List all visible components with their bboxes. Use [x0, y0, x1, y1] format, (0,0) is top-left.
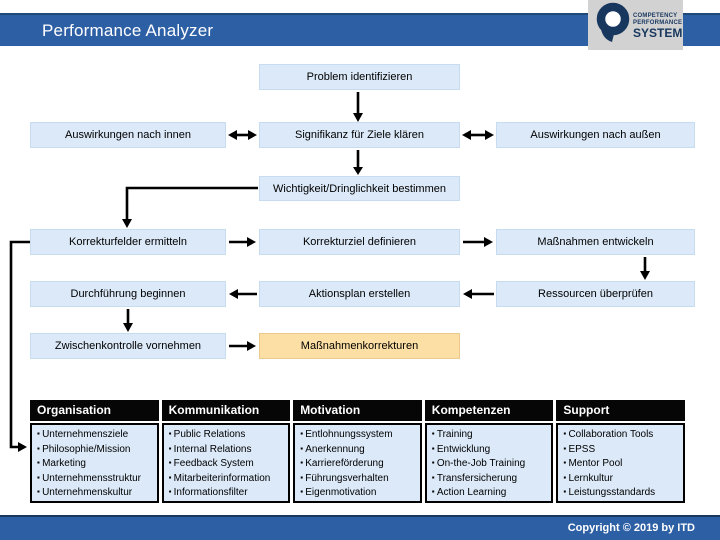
flow-step-aktionsplan: Aktionsplan erstellen: [259, 281, 460, 307]
list-item: Entlohnungssystem: [300, 428, 418, 443]
logo-brand-line: COMPETENCY: [633, 12, 678, 19]
flow-step-auswirkungen-innen: Auswirkungen nach innen: [30, 122, 226, 148]
list-item: Eigenmotivation: [300, 486, 418, 501]
column-header: Support: [556, 400, 685, 421]
list-item: Unternehmensziele: [37, 428, 155, 443]
flow-step-signifikanz: Signifikanz für Ziele klären: [259, 122, 460, 148]
flow-step-massnahmenkorrekturen: Maßnahmenkorrekturen: [259, 333, 460, 359]
flow-step-korrekturziel: Korrekturziel definieren: [259, 229, 460, 255]
flow-step-massnahmen-entwickeln: Maßnahmen entwickeln: [496, 229, 695, 255]
list-item: Philosophie/Mission: [37, 443, 155, 458]
list-item: Unternehmenskultur: [37, 486, 155, 501]
logo-brand-line: PERFORMANCE: [633, 19, 683, 26]
list-item: Anerkennung: [300, 443, 418, 458]
flow-step-auswirkungen-aussen: Auswirkungen nach außen: [496, 122, 695, 148]
logo-brand-line: SYSTEM: [633, 25, 683, 40]
flow-step-korrekturfelder: Korrekturfelder ermitteln: [30, 229, 226, 255]
matrix-column-kommunikation: Kommunikation Public Relations Internal …: [161, 400, 291, 503]
performance-system-logo-icon: [591, 1, 631, 50]
list-item: Entwicklung: [432, 443, 550, 458]
matrix-column-support: Support Collaboration Tools EPSS Mentor …: [556, 400, 685, 503]
flow-step-wichtigkeit: Wichtigkeit/Dringlichkeit bestimmen: [259, 176, 460, 201]
logo-panel: COMPETENCY PERFORMANCE SYSTEM: [588, 0, 683, 50]
matrix-column-organisation: Organisation Unternehmensziele Philosoph…: [30, 400, 159, 503]
matrix-table: Organisation Unternehmensziele Philosoph…: [30, 400, 685, 503]
flow-step-durchfuehrung: Durchführung beginnen: [30, 281, 226, 307]
copyright-text: Copyright © 2019 by ITD: [567, 522, 695, 534]
list-item: Internal Relations: [169, 443, 287, 458]
list-item: On-the-Job Training: [432, 457, 550, 472]
matrix-column-kompetenzen: Kompetenzen Training Entwicklung On-the-…: [424, 400, 554, 503]
list-item: Feedback System: [169, 457, 287, 472]
column-header: Kompetenzen: [424, 400, 554, 421]
column-header: Organisation: [30, 400, 159, 421]
list-item: Action Learning: [432, 486, 550, 501]
list-item: Marketing: [37, 457, 155, 472]
list-item: Karriereförderung: [300, 457, 418, 472]
list-item: Informationsfilter: [169, 486, 287, 501]
flow-step-ressourcen: Ressourcen überprüfen: [496, 281, 695, 307]
footer-bar: Copyright © 2019 by ITD: [0, 515, 720, 540]
list-item: Führungsverhalten: [300, 472, 418, 487]
list-item: Training: [432, 428, 550, 443]
flow-step-problem-identifizieren: Problem identifizieren: [259, 64, 460, 90]
matrix-column-motivation: Motivation Entlohnungssystem Anerkennung…: [293, 400, 422, 503]
column-header: Kommunikation: [161, 400, 291, 421]
list-item: Mitarbeiterinformation: [169, 472, 287, 487]
list-item: Leistungsstandards: [563, 486, 681, 501]
list-item: Mentor Pool: [563, 457, 681, 472]
column-header: Motivation: [293, 400, 422, 421]
flow-step-zwischenkontrolle: Zwischenkontrolle vornehmen: [30, 333, 226, 359]
list-item: Transfersicherung: [432, 472, 550, 487]
list-item: Unternehmensstruktur: [37, 472, 155, 487]
list-item: Lernkultur: [563, 472, 681, 487]
list-item: EPSS: [563, 443, 681, 458]
logo-brand-text: COMPETENCY PERFORMANCE SYSTEM: [633, 12, 682, 39]
page-title: Performance Analyzer: [42, 21, 214, 40]
list-item: Collaboration Tools: [563, 428, 681, 443]
list-item: Public Relations: [169, 428, 287, 443]
